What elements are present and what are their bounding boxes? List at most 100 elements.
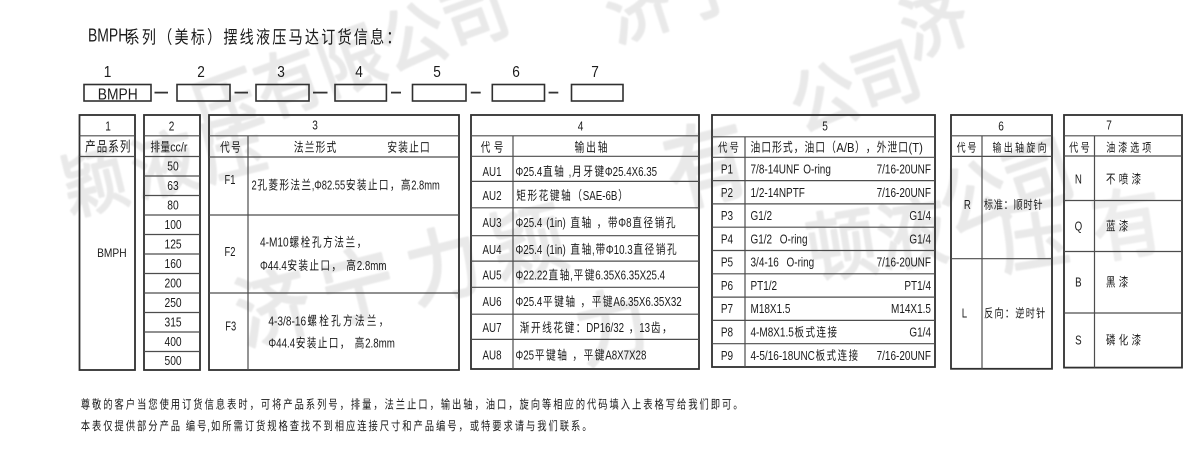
svg-text:SAE-6B: SAE-6B — [583, 188, 618, 203]
svg-text:P7: P7 — [721, 301, 733, 316]
svg-text:(T): (T) — [909, 140, 923, 155]
svg-text:G1/4: G1/4 — [909, 208, 931, 223]
svg-text:4-3/8-16: 4-3/8-16 — [268, 313, 306, 328]
svg-text:(1in): (1in) — [546, 242, 566, 257]
svg-text:,: , — [592, 242, 595, 257]
svg-text:Φ44.4: Φ44.4 — [260, 258, 287, 273]
svg-text:2: 2 — [169, 120, 175, 134]
svg-text:AU4: AU4 — [483, 242, 502, 257]
svg-text:2.8mm: 2.8mm — [411, 178, 440, 193]
svg-text:Φ22.22: Φ22.22 — [516, 268, 548, 283]
svg-text:PT1/4: PT1/4 — [904, 278, 931, 293]
svg-text:O-ring: O-ring — [787, 255, 815, 270]
svg-text:1/2-14NPTF: 1/2-14NPTF — [751, 185, 806, 200]
svg-text:Φ25: Φ25 — [516, 348, 535, 363]
svg-text:7/16-20UNF: 7/16-20UNF — [877, 348, 932, 363]
svg-text:50: 50 — [167, 159, 178, 174]
svg-text:AU5: AU5 — [483, 268, 502, 283]
svg-text:P1: P1 — [721, 162, 733, 177]
svg-text:Φ25.4: Φ25.4 — [516, 215, 543, 230]
svg-text:L: L — [962, 306, 967, 321]
svg-text:5: 5 — [822, 120, 828, 134]
svg-text:BMPH: BMPH — [98, 86, 138, 103]
svg-text:250: 250 — [165, 295, 182, 310]
svg-text:AU6: AU6 — [483, 294, 502, 309]
svg-text:(1in): (1in) — [546, 215, 566, 230]
svg-text:Φ25.4X6.35: Φ25.4X6.35 — [605, 164, 657, 179]
svg-text:,: , — [569, 164, 572, 179]
svg-text:Φ44.4: Φ44.4 — [268, 336, 295, 351]
svg-text:P2: P2 — [721, 185, 733, 200]
svg-text:200: 200 — [165, 276, 182, 291]
svg-text:G1/2: G1/2 — [751, 208, 773, 223]
svg-text:,: , — [570, 268, 573, 283]
svg-text:,Φ82.55: ,Φ82.55 — [312, 178, 346, 193]
svg-text:G1/4: G1/4 — [909, 231, 931, 246]
svg-text:4-5/16-18UNC: 4-5/16-18UNC — [751, 348, 815, 363]
svg-text:Q: Q — [1075, 219, 1083, 234]
svg-text:7: 7 — [591, 64, 599, 81]
svg-text:3/4-16: 3/4-16 — [751, 255, 779, 270]
svg-text:BMPH: BMPH — [97, 247, 127, 260]
svg-text:Φ25.4: Φ25.4 — [516, 294, 543, 309]
svg-text:63: 63 — [167, 178, 178, 193]
svg-text:AU8: AU8 — [483, 348, 502, 363]
svg-text:P9: P9 — [721, 348, 733, 363]
svg-text:2: 2 — [197, 64, 205, 81]
svg-text:A6.35X6.35X32: A6.35X6.35X32 — [613, 294, 681, 309]
svg-text:DP16/32: DP16/32 — [586, 320, 624, 335]
svg-text:160: 160 — [165, 256, 182, 271]
svg-text:A8X7X28: A8X7X28 — [605, 348, 646, 363]
svg-text:400: 400 — [165, 334, 182, 349]
svg-text:P6: P6 — [721, 278, 733, 293]
svg-text:P8: P8 — [721, 325, 733, 340]
svg-text:7/16-20UNF: 7/16-20UNF — [877, 162, 932, 177]
svg-text:Φ8: Φ8 — [618, 215, 631, 230]
svg-text:1: 1 — [104, 64, 112, 81]
svg-text:4: 4 — [355, 64, 363, 81]
svg-text:Φ10.3: Φ10.3 — [606, 242, 633, 257]
svg-text:7/8-14UNF: 7/8-14UNF — [751, 162, 800, 177]
svg-text:315: 315 — [165, 315, 182, 330]
svg-text:3: 3 — [312, 119, 318, 133]
svg-text:80: 80 — [167, 198, 178, 213]
svg-text:2.8mm: 2.8mm — [357, 258, 387, 273]
svg-text:A/B: A/B — [836, 140, 854, 155]
svg-text:cc/r: cc/r — [170, 140, 188, 155]
svg-text:2: 2 — [252, 178, 257, 193]
svg-text:13: 13 — [639, 320, 650, 335]
svg-text:1: 1 — [105, 120, 111, 134]
svg-text:500: 500 — [165, 353, 182, 368]
svg-text:S: S — [1075, 333, 1082, 348]
svg-text:M18X1.5: M18X1.5 — [751, 301, 791, 316]
svg-text:BMPH: BMPH — [88, 25, 128, 46]
svg-text:B: B — [1075, 275, 1082, 290]
svg-text:6.35X6.35X25.4: 6.35X6.35X25.4 — [595, 268, 665, 283]
svg-text:R: R — [964, 197, 971, 212]
svg-text:6: 6 — [998, 120, 1004, 134]
svg-text:P3: P3 — [721, 208, 733, 223]
svg-text:Φ25.4: Φ25.4 — [516, 242, 543, 257]
svg-text:5: 5 — [433, 64, 441, 81]
svg-text:F1: F1 — [225, 172, 236, 187]
svg-text:7/16-20UNF: 7/16-20UNF — [877, 255, 932, 270]
svg-text:4: 4 — [578, 120, 584, 134]
svg-text:P4: P4 — [721, 231, 733, 246]
svg-text:M14X1.5: M14X1.5 — [891, 301, 931, 316]
svg-text:F3: F3 — [225, 319, 236, 334]
svg-text:Φ25.4: Φ25.4 — [516, 164, 543, 179]
svg-text:4-M10: 4-M10 — [260, 235, 289, 250]
svg-text:F2: F2 — [225, 244, 236, 259]
svg-text:4-M8X1.5: 4-M8X1.5 — [751, 325, 794, 340]
svg-text:7: 7 — [1106, 119, 1112, 133]
svg-text:O-ring: O-ring — [780, 231, 808, 246]
svg-text:P5: P5 — [721, 255, 733, 270]
svg-text:G1/4: G1/4 — [909, 325, 931, 340]
svg-text:O-ring: O-ring — [803, 162, 831, 177]
svg-text:PT1/2: PT1/2 — [751, 278, 778, 293]
svg-text:AU2: AU2 — [483, 188, 502, 203]
svg-text:N: N — [1075, 172, 1082, 187]
svg-text:,: , — [207, 419, 210, 433]
svg-text:AU3: AU3 — [483, 215, 502, 230]
svg-text:AU1: AU1 — [483, 164, 502, 179]
